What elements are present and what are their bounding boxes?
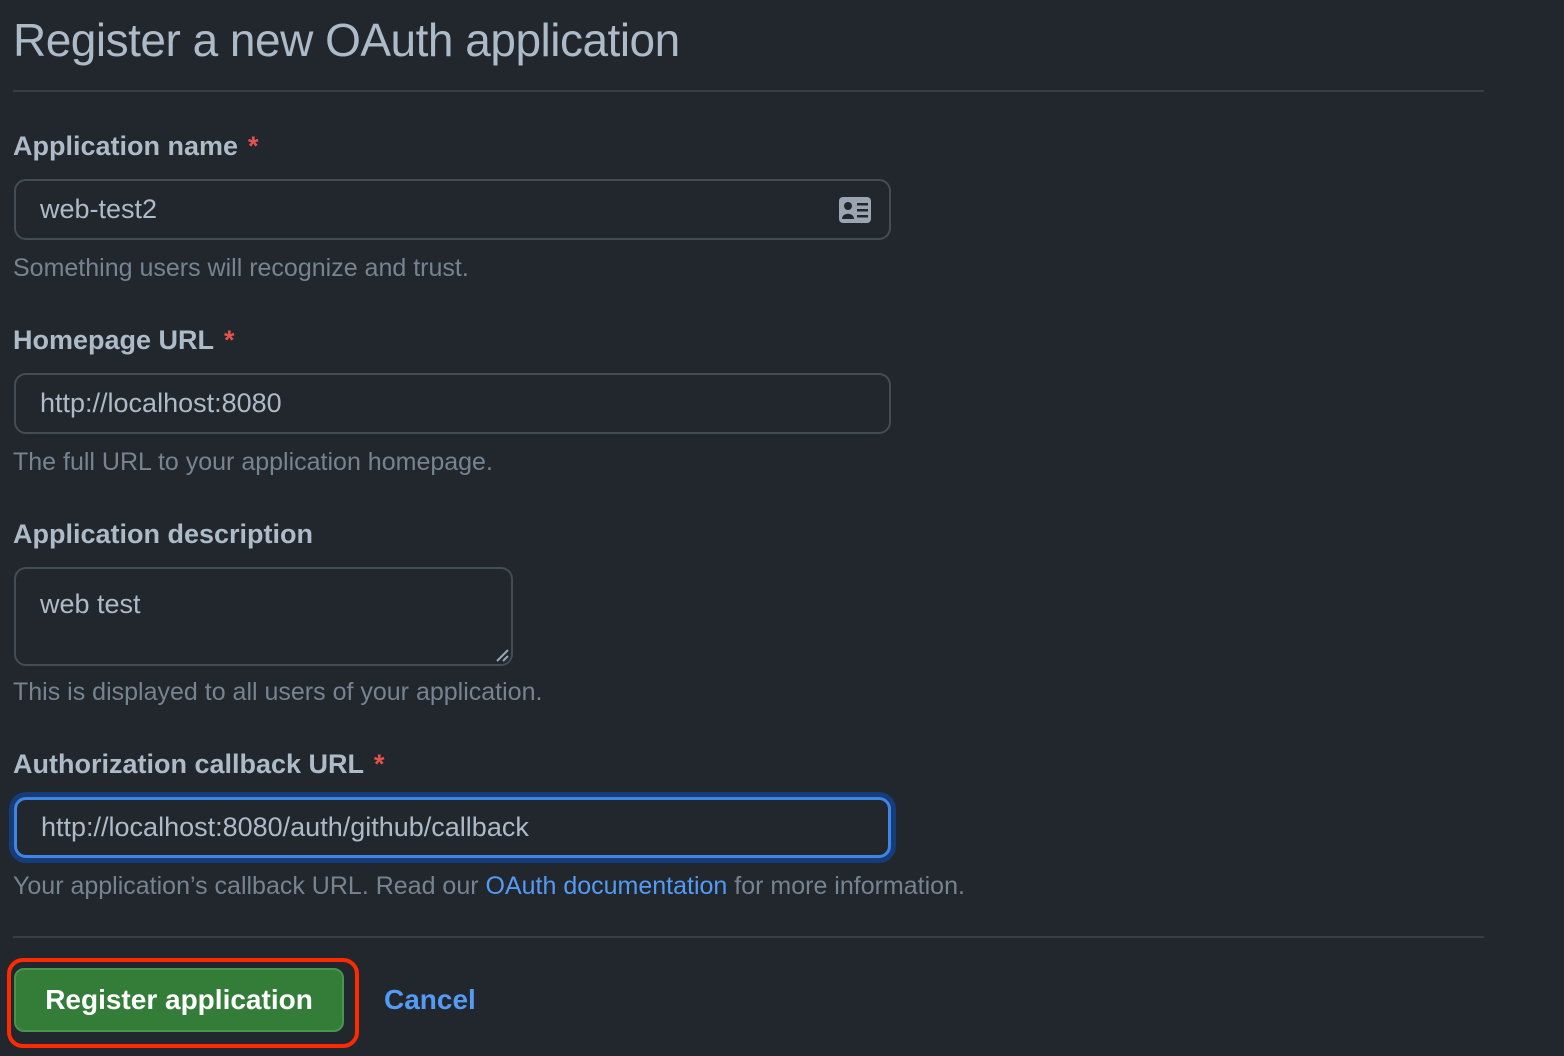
callback-url-hint: Your application’s callback URL. Read ou… — [13, 870, 965, 902]
app-name-label-text: Application name — [13, 131, 239, 161]
oauth-documentation-link[interactable]: OAuth documentation — [485, 872, 728, 900]
description-hint: This is displayed to all users of your a… — [13, 678, 543, 706]
required-asterisk: * — [224, 325, 235, 355]
homepage-url-label-text: Homepage URL — [13, 325, 215, 355]
description-label-text: Application description — [13, 519, 314, 549]
annotation-highlight-box — [7, 958, 359, 1048]
app-name-label: Application name * — [13, 129, 259, 163]
callback-url-value: http://localhost:8080/auth/github/callba… — [41, 812, 529, 842]
required-asterisk: * — [248, 131, 259, 161]
callback-hint-suffix: for more information. — [727, 872, 965, 900]
app-name-input[interactable]: web-test2 — [14, 179, 891, 240]
required-asterisk: * — [374, 749, 385, 779]
description-value: web test — [40, 589, 141, 619]
callback-url-label: Authorization callback URL * — [13, 747, 385, 781]
title-divider — [13, 90, 1484, 92]
register-application-button[interactable]: Register application — [14, 968, 344, 1032]
homepage-url-value: http://localhost:8080 — [40, 388, 282, 418]
callback-url-input[interactable]: http://localhost:8080/auth/github/callba… — [14, 797, 891, 858]
resize-handle-icon[interactable] — [495, 648, 509, 662]
callback-hint-prefix: Your application’s callback URL. Read ou… — [13, 872, 486, 900]
homepage-url-hint: The full URL to your application homepag… — [13, 448, 493, 476]
cancel-link[interactable]: Cancel — [384, 984, 476, 1015]
app-name-hint: Something users will recognize and trust… — [13, 254, 469, 282]
contact-card-icon[interactable] — [839, 196, 871, 223]
homepage-url-input[interactable]: http://localhost:8080 — [14, 373, 891, 434]
description-label: Application description — [13, 517, 313, 551]
actions-divider — [13, 936, 1484, 938]
homepage-url-label: Homepage URL * — [13, 323, 235, 357]
page-title: Register a new OAuth application — [13, 14, 680, 66]
app-name-value: web-test2 — [40, 194, 158, 224]
callback-url-label-text: Authorization callback URL — [13, 749, 365, 779]
description-textarea[interactable]: web test — [14, 567, 513, 666]
